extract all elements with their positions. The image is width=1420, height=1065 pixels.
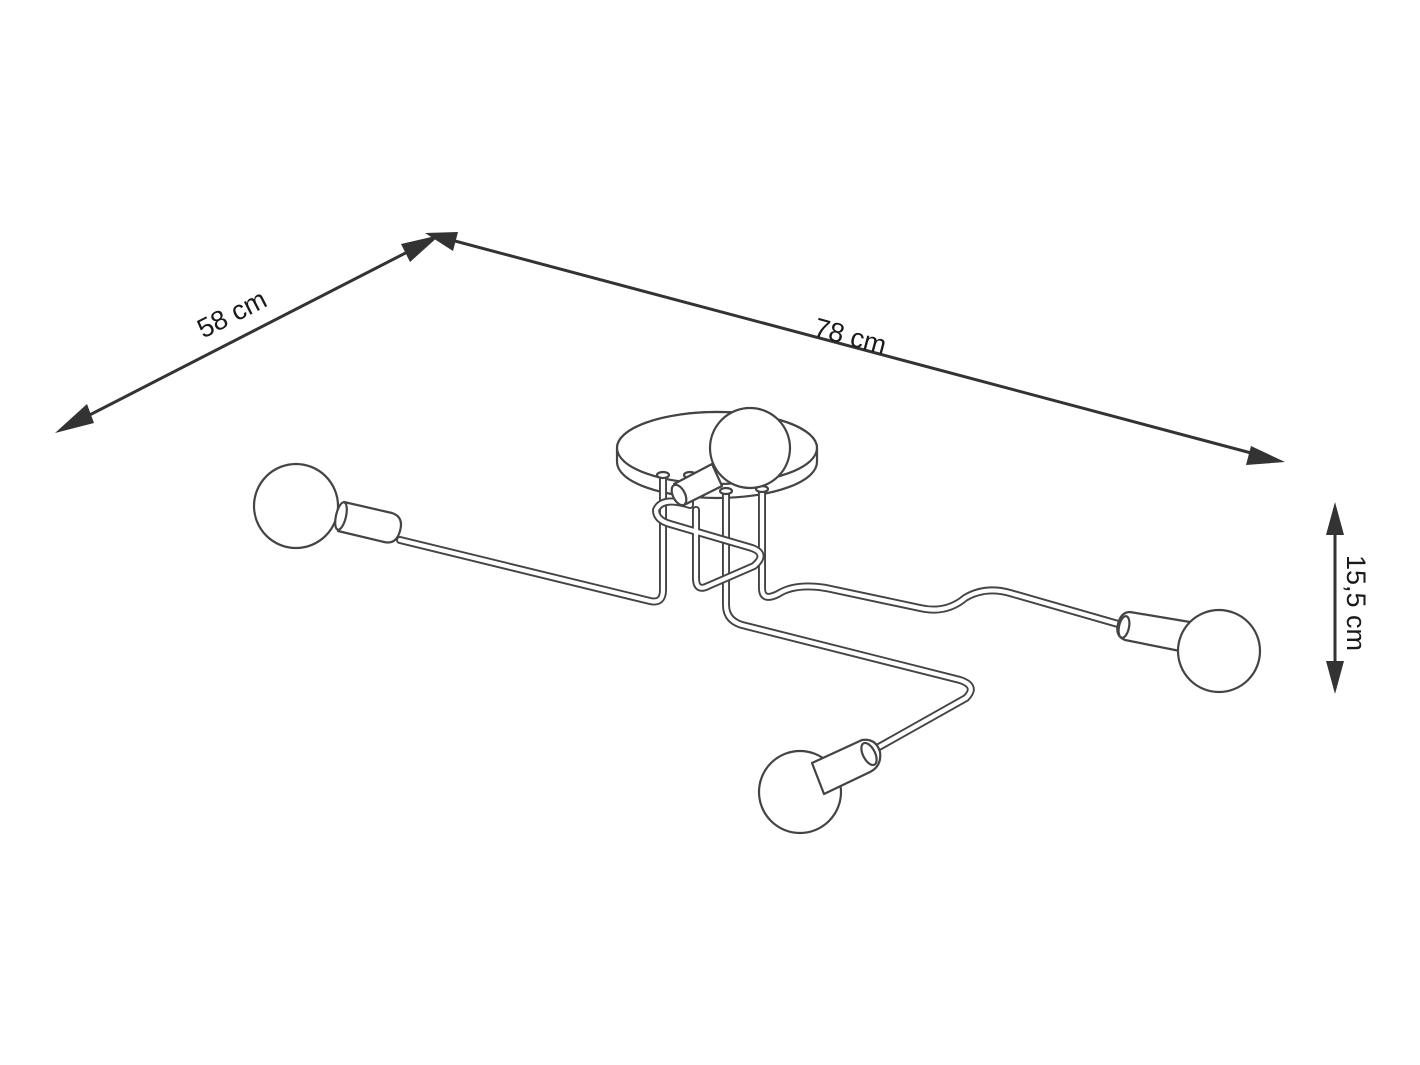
- bulb-left-globe: [252, 462, 340, 550]
- width-dimension-line: [439, 235, 1271, 460]
- bulb-left: [252, 462, 403, 550]
- depth-arrow-left: [55, 404, 94, 433]
- arm-back: [652, 474, 765, 592]
- bulb-back-globe: [708, 406, 792, 490]
- bulb-right: [1116, 608, 1262, 694]
- depth-dimension-line: [69, 241, 426, 427]
- height-dimension: 15,5 cm: [1326, 502, 1371, 694]
- bulb-front: [757, 738, 882, 835]
- width-dimension: 78 cm: [425, 232, 1285, 465]
- width-arrow-left: [425, 232, 458, 251]
- width-dimension-label: 78 cm: [811, 312, 890, 360]
- height-arrow-bottom: [1326, 661, 1344, 694]
- arm-right: [758, 488, 1129, 630]
- width-arrow-right: [1246, 446, 1285, 465]
- socket-left: [336, 500, 403, 544]
- socket-right: [1116, 610, 1192, 654]
- depth-dimension: 58 cm: [55, 235, 440, 433]
- bulb-back: [670, 406, 792, 507]
- bulb-right-globe: [1176, 608, 1262, 694]
- arm-front: [722, 490, 975, 756]
- arm-left: [396, 474, 667, 606]
- depth-arrow-right: [401, 235, 440, 262]
- ceiling-lamp-drawing: [252, 406, 1262, 835]
- height-arrow-top: [1326, 502, 1344, 535]
- depth-dimension-label: 58 cm: [192, 284, 271, 344]
- height-dimension-label: 15,5 cm: [1341, 555, 1371, 651]
